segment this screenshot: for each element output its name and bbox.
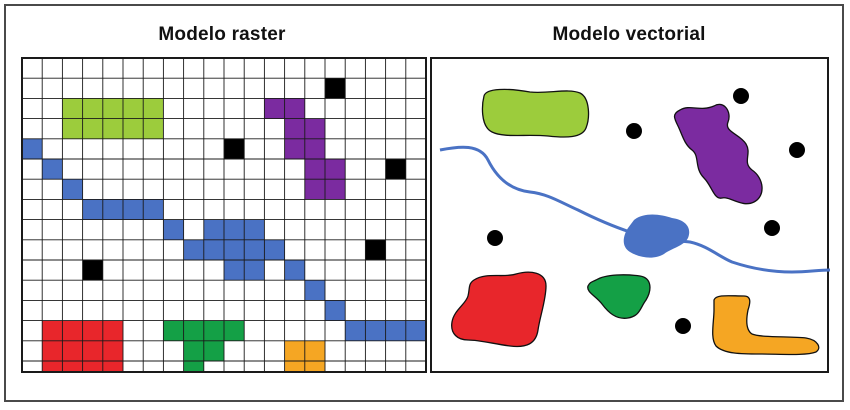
purple-area-cell — [284, 138, 305, 159]
green-area-cell — [143, 118, 164, 139]
blue-river-cell — [203, 239, 224, 260]
blue-river-cell — [325, 300, 346, 321]
raster-border — [21, 57, 427, 373]
vector-orange-polygon — [712, 295, 820, 356]
purple-area-cell — [304, 118, 325, 139]
blue-river-cell — [143, 199, 164, 220]
vector-red-polygon — [451, 271, 547, 348]
red-area-cell — [102, 320, 123, 341]
vector-point-5 — [764, 220, 780, 236]
vector-blue-polygon — [623, 214, 690, 258]
orange-area-cell — [284, 361, 305, 372]
blue-river-cell — [82, 199, 103, 220]
black-points-cell — [365, 239, 386, 260]
red-area-cell — [62, 320, 83, 341]
vector-dark-green-polygon — [587, 274, 651, 319]
black-points-cell — [325, 78, 346, 99]
blue-river-cell — [224, 239, 245, 260]
purple-area-cell — [304, 138, 325, 159]
red-area-cell — [42, 320, 63, 341]
green-area-cell — [82, 98, 103, 119]
raster-panel — [21, 57, 427, 373]
green-area-cell — [102, 118, 123, 139]
blue-river-cell — [284, 260, 305, 281]
blue-river-cell — [123, 199, 144, 220]
raster-panel-title: Modelo raster — [158, 24, 286, 45]
dark-green-area-cell — [224, 320, 245, 341]
red-area-cell — [62, 340, 83, 361]
red-area-cell — [102, 340, 123, 361]
red-area-cell — [42, 361, 63, 372]
red-area-cell — [82, 361, 103, 372]
orange-area-cell — [284, 340, 305, 361]
purple-area-cell — [304, 179, 325, 200]
purple-area-cell — [264, 98, 285, 119]
dark-green-area-cell — [203, 340, 224, 361]
blue-river-cell — [224, 260, 245, 281]
orange-area-cell — [304, 340, 325, 361]
blue-river-cell — [405, 320, 426, 341]
green-area-cell — [123, 98, 144, 119]
green-area-cell — [102, 98, 123, 119]
vector-point-3 — [789, 142, 805, 158]
blue-river-cell — [102, 199, 123, 220]
vector-panel — [430, 57, 831, 373]
vector-green-polygon — [481, 88, 590, 138]
vector-point-1 — [733, 88, 749, 104]
green-area-cell — [123, 118, 144, 139]
blue-river-cell — [244, 219, 265, 240]
vector-point-6 — [675, 318, 691, 334]
blue-river-cell — [264, 239, 285, 260]
vector-point-2 — [626, 123, 642, 139]
dark-green-area-cell — [183, 320, 204, 341]
blue-river-cell — [385, 320, 406, 341]
blue-river-cell — [42, 159, 63, 180]
green-area-cell — [62, 118, 83, 139]
dark-green-area-cell — [183, 340, 204, 361]
black-points-cell — [385, 159, 406, 180]
dark-green-area-cell — [163, 320, 184, 341]
red-area-cell — [102, 361, 123, 372]
blue-river-cell — [244, 260, 265, 281]
blue-river-cell — [183, 239, 204, 260]
blue-river-cell — [163, 219, 184, 240]
black-points-cell — [82, 260, 103, 281]
purple-area-cell — [284, 118, 305, 139]
blue-river-cell — [203, 219, 224, 240]
purple-area-cell — [284, 98, 305, 119]
red-area-cell — [62, 361, 83, 372]
red-area-cell — [42, 340, 63, 361]
raster-cells — [22, 78, 426, 372]
purple-area-cell — [325, 159, 346, 180]
black-points-cell — [224, 138, 245, 159]
blue-river-cell — [62, 179, 83, 200]
purple-area-cell — [304, 159, 325, 180]
blue-river-cell — [22, 138, 43, 159]
blue-river-cell — [244, 239, 265, 260]
vector-panel-title: Modelo vectorial — [552, 24, 706, 45]
red-area-cell — [82, 340, 103, 361]
vector-point-4 — [487, 230, 503, 246]
blue-river-cell — [224, 219, 245, 240]
green-area-cell — [82, 118, 103, 139]
dark-green-area-cell — [203, 320, 224, 341]
raster-grid — [22, 58, 426, 372]
purple-area-cell — [325, 179, 346, 200]
green-area-cell — [62, 98, 83, 119]
vector-purple-polygon — [673, 103, 763, 205]
blue-river-cell — [304, 280, 325, 301]
blue-river-cell — [365, 320, 386, 341]
red-area-cell — [82, 320, 103, 341]
orange-area-cell — [304, 361, 325, 372]
green-area-cell — [143, 98, 164, 119]
blue-river-cell — [345, 320, 366, 341]
dark-green-area-cell — [183, 361, 204, 372]
